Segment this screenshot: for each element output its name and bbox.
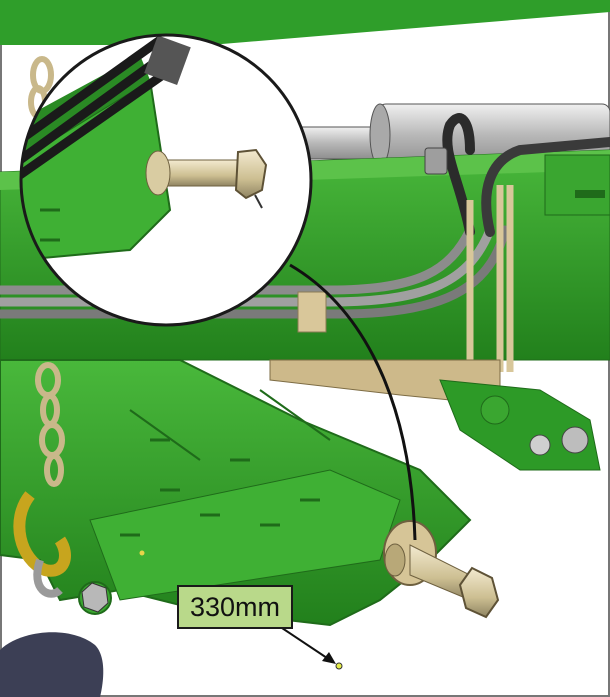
- tire: [0, 632, 104, 697]
- magnifier-circle: [19, 33, 313, 327]
- reference-point: [139, 550, 145, 556]
- clamp-block: [297, 291, 327, 333]
- dimension-callout: 330mm: [177, 585, 293, 629]
- arrow-icon: [281, 627, 331, 661]
- arrow-head: [322, 652, 336, 664]
- top-beam: [0, 0, 610, 45]
- hydraulic-hoses: [424, 113, 610, 237]
- chain-hook: [13, 491, 71, 598]
- hitch-pin-bolt: [383, 520, 500, 619]
- hitch-plate: [0, 359, 601, 627]
- safety-chain: [28, 56, 65, 487]
- u-bolt-clamps: [466, 185, 514, 372]
- detail-leader-line: [289, 263, 417, 541]
- measurement-point: [335, 662, 343, 670]
- dimension-label: 330mm: [189, 591, 281, 622]
